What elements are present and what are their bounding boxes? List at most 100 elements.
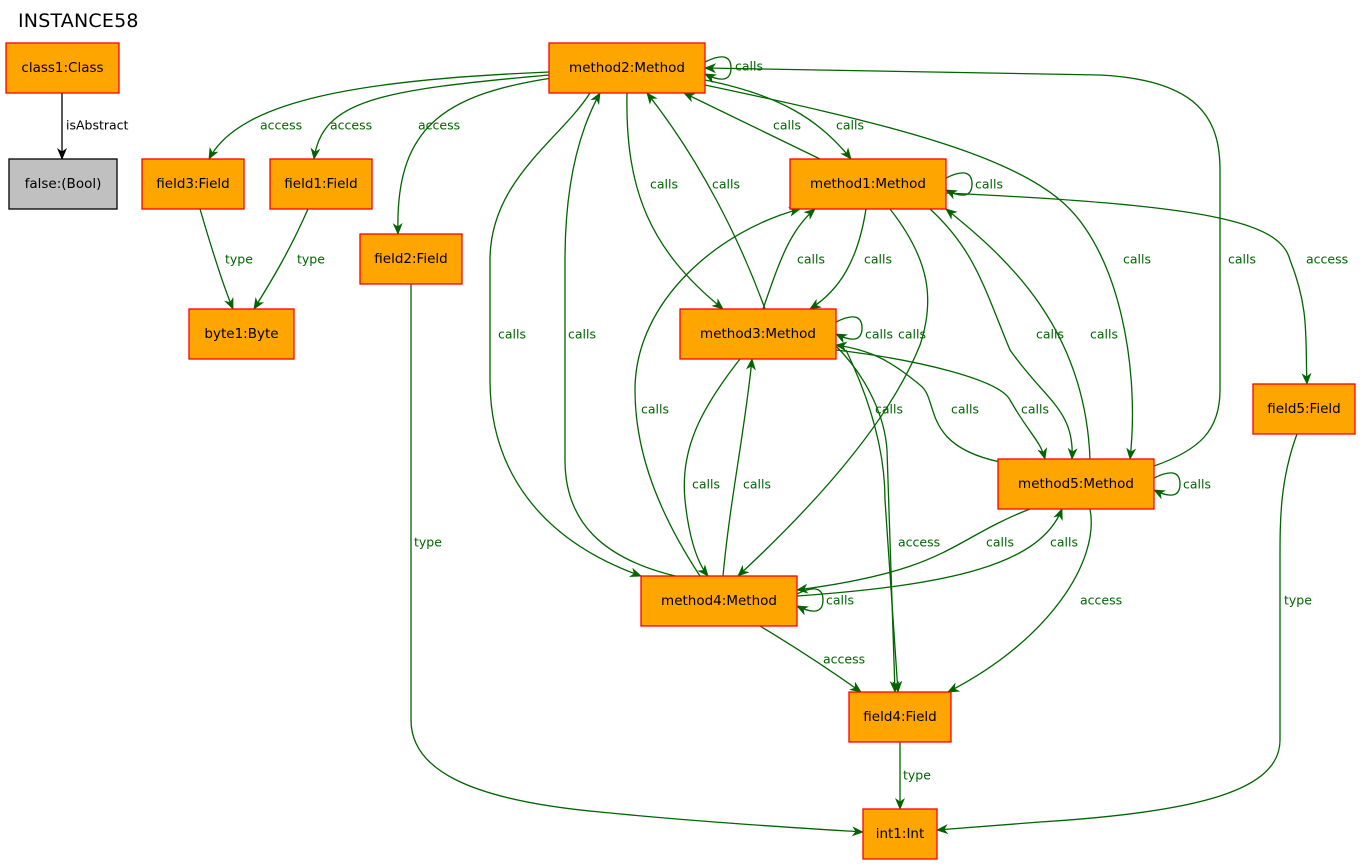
edge-field5-int1 xyxy=(936,433,1298,835)
edge-line xyxy=(835,316,863,344)
edge-label: access xyxy=(260,118,302,133)
edge-label: calls xyxy=(641,402,669,417)
edge-label: calls xyxy=(975,177,1003,192)
edge-line xyxy=(704,79,852,160)
edge-label: access xyxy=(898,535,940,550)
edge-method3-method5 xyxy=(835,349,1048,460)
edge-line xyxy=(796,508,1031,594)
edge-label: calls xyxy=(898,327,926,342)
node-method4[interactable]: method4:Method xyxy=(640,575,798,627)
node-byte1[interactable]: byte1:Byte xyxy=(188,308,295,360)
edge-label: calls xyxy=(875,402,903,417)
node-field3[interactable]: field3:Field xyxy=(141,158,245,210)
node-box xyxy=(359,233,463,285)
edge-label: calls xyxy=(498,327,526,342)
node-field2[interactable]: field2:Field xyxy=(359,233,463,285)
node-class1[interactable]: class1:Class xyxy=(5,42,120,94)
node-label: method2:Method xyxy=(569,60,685,76)
edge-label: calls xyxy=(1021,402,1049,417)
edge-label: calls xyxy=(692,477,720,492)
edge-label: calls xyxy=(773,118,801,133)
edge-method2-method5 xyxy=(704,84,1137,460)
edge-line xyxy=(759,625,862,693)
edge-label: calls xyxy=(986,535,1014,550)
edge-label: calls xyxy=(797,252,825,267)
node-label: false:(Bool) xyxy=(25,176,102,192)
node-box xyxy=(848,691,952,743)
node-method5[interactable]: method5:Method xyxy=(997,458,1155,510)
edge-line xyxy=(626,92,724,310)
edge-field1-byte1 xyxy=(253,208,309,310)
edge-line xyxy=(947,508,1092,693)
edge-method4-method2 xyxy=(564,92,685,579)
node-label: class1:Class xyxy=(21,60,103,76)
node-label: method5:Method xyxy=(1018,476,1134,492)
edge-method2-method3 xyxy=(626,92,724,310)
edge-method5-method2 xyxy=(704,63,1221,467)
edge-line xyxy=(722,358,756,577)
edge-label: calls xyxy=(951,402,979,417)
edge-line xyxy=(704,63,1221,467)
edge-line xyxy=(646,92,766,310)
edge-label: calls xyxy=(1050,535,1078,550)
edge-line xyxy=(310,74,550,160)
edge-method4-field4 xyxy=(759,625,862,693)
edge-line xyxy=(564,92,685,579)
edge-method4-method1 xyxy=(634,206,801,577)
edge-line xyxy=(945,208,1091,460)
edge-line xyxy=(410,284,864,837)
node-label: method4:Method xyxy=(661,593,777,609)
edge-label: calls xyxy=(1036,327,1064,342)
node-false[interactable]: false:(Bool) xyxy=(8,158,118,210)
edge-label: calls xyxy=(743,477,771,492)
edge-method3-method3 xyxy=(835,316,863,344)
edge-method1-method5 xyxy=(929,208,1078,460)
edge-method5-method3 xyxy=(835,341,1001,463)
node-field5[interactable]: field5:Field xyxy=(1252,383,1356,435)
node-box xyxy=(141,158,245,210)
edge-method4-method4 xyxy=(796,588,824,616)
node-label: field4:Field xyxy=(863,709,936,725)
node-method3[interactable]: method3:Method xyxy=(679,308,837,360)
edge-method1-field5 xyxy=(945,192,1312,385)
edge-line xyxy=(683,92,821,160)
node-method1[interactable]: method1:Method xyxy=(789,158,947,210)
edge-line xyxy=(737,208,929,577)
edge-label: calls xyxy=(1090,327,1118,342)
edge-line xyxy=(199,208,234,310)
node-label: field1:Field xyxy=(284,176,357,192)
node-box xyxy=(269,158,373,210)
edge-method3-method2 xyxy=(646,92,766,310)
edge-label: calls xyxy=(864,252,892,267)
node-label: method1:Method xyxy=(810,176,926,192)
edge-label: calls xyxy=(836,118,864,133)
node-box xyxy=(789,158,947,210)
node-field4[interactable]: field4:Field xyxy=(848,691,952,743)
node-int1[interactable]: int1:Int xyxy=(862,808,938,860)
node-label: field3:Field xyxy=(156,176,229,192)
edge-line xyxy=(845,349,903,693)
edge-method4-method5 xyxy=(796,508,1063,597)
edge-line xyxy=(392,77,553,235)
edge-label: access xyxy=(1080,593,1122,608)
edge-label: isAbstract xyxy=(66,118,129,133)
edge-label: calls xyxy=(712,177,740,192)
edge-line xyxy=(945,192,1312,385)
edge-label: calls xyxy=(1183,477,1211,492)
edge-method2-field1 xyxy=(310,74,550,160)
edge-line xyxy=(936,433,1298,835)
edge-method3-field4 xyxy=(834,344,900,693)
edge-line xyxy=(762,208,816,310)
edge-method1-method2 xyxy=(683,92,821,160)
edge-field3-byte1 xyxy=(199,208,234,310)
edge-label: calls xyxy=(826,593,854,608)
node-field1[interactable]: field1:Field xyxy=(269,158,373,210)
edge-line xyxy=(1153,472,1181,500)
node-box xyxy=(5,42,120,94)
diagram-title: INSTANCE58 xyxy=(18,10,139,32)
node-method2[interactable]: method2:Method xyxy=(548,42,706,94)
node-box xyxy=(997,458,1155,510)
edge-label: type xyxy=(297,252,325,267)
edge-label: calls xyxy=(865,327,893,342)
edge-label: calls xyxy=(1123,252,1151,267)
